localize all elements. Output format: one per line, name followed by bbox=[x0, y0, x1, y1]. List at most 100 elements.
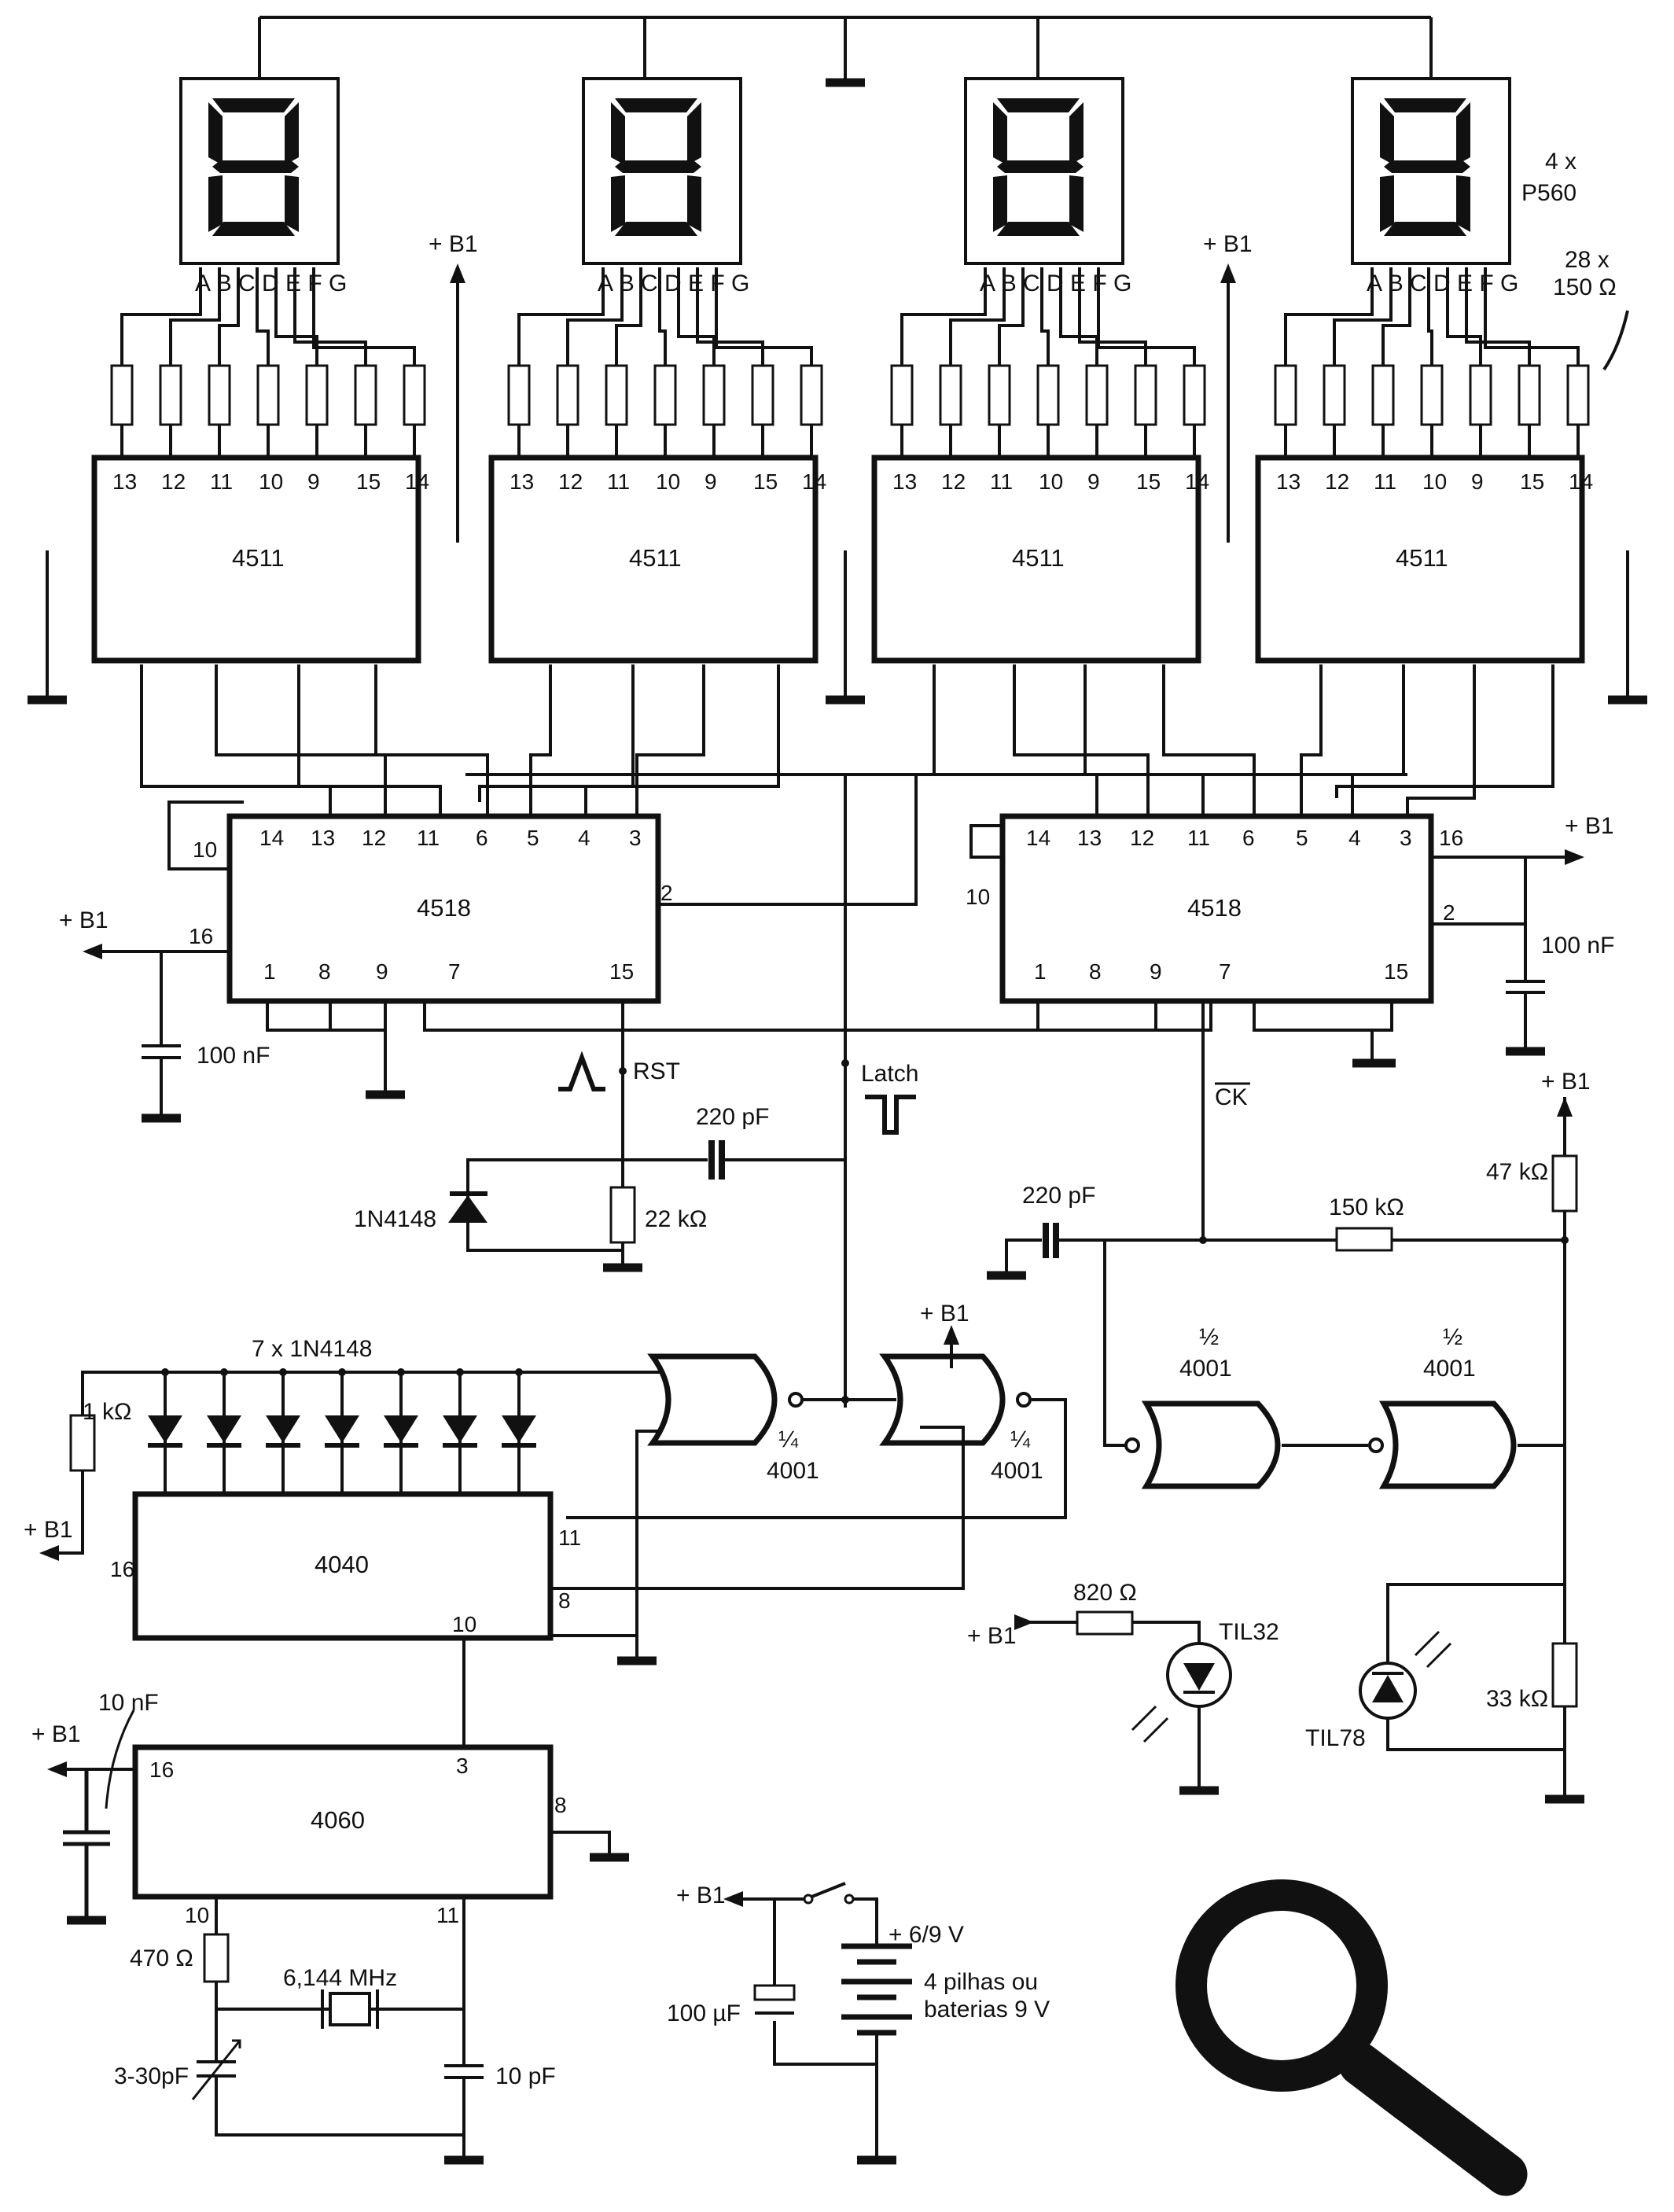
segment-resistor bbox=[110, 267, 202, 458]
pin-label: 9 bbox=[1087, 469, 1100, 494]
svg-text:14: 14 bbox=[1026, 826, 1050, 850]
led-ir-label: TIL32 bbox=[1219, 1619, 1279, 1645]
segment-resistor bbox=[507, 267, 605, 458]
svg-text:4: 4 bbox=[1348, 826, 1361, 850]
pin-label: 11 bbox=[990, 469, 1013, 494]
bcd-bus-wiring bbox=[140, 664, 1554, 1068]
svg-text:9: 9 bbox=[376, 959, 388, 984]
supply-top-1: + B1 bbox=[429, 231, 478, 543]
svg-text:1: 1 bbox=[263, 959, 276, 984]
segment-resistor-banks bbox=[28, 267, 1647, 705]
segment-resistor bbox=[653, 267, 677, 458]
supply-label: + B1 bbox=[676, 1883, 726, 1908]
pin-label: 10 bbox=[259, 469, 283, 494]
svg-text:8: 8 bbox=[558, 1588, 571, 1613]
segment-resistor bbox=[696, 267, 774, 458]
segment-resistor bbox=[605, 267, 642, 458]
pin-label: 14 bbox=[405, 469, 429, 494]
segment-resistor bbox=[1371, 267, 1411, 458]
common-bus bbox=[258, 16, 1433, 87]
svg-text:9: 9 bbox=[1150, 959, 1162, 984]
r1k-label: 1 kΩ bbox=[83, 1399, 131, 1425]
diode-label: 1N4148 bbox=[354, 1206, 436, 1232]
pin-label: 13 bbox=[112, 469, 137, 494]
led-detector-label: TIL78 bbox=[1305, 1725, 1366, 1751]
svg-text:5: 5 bbox=[1296, 826, 1308, 850]
supply-label: + B1 bbox=[24, 1517, 73, 1543]
svg-text:10: 10 bbox=[185, 1903, 209, 1927]
r820-label: 820 Ω bbox=[1073, 1580, 1137, 1606]
segment-resistor bbox=[208, 267, 240, 458]
svg-text:8: 8 bbox=[318, 959, 331, 984]
r470-label: 470 Ω bbox=[130, 1945, 193, 1971]
svg-text:16: 16 bbox=[189, 924, 213, 948]
svg-text:15: 15 bbox=[609, 959, 634, 984]
gate-chip-label: 4001 bbox=[1179, 1356, 1232, 1382]
counter-4040: 4040 16 11 8 10 bbox=[110, 1491, 581, 1747]
pin-label: 12 bbox=[161, 469, 186, 494]
diode-array-label: 7 x 1N4148 bbox=[252, 1336, 372, 1362]
segment-resistor bbox=[939, 267, 1006, 458]
segment-resistor bbox=[1097, 267, 1206, 458]
svg-text:12: 12 bbox=[362, 826, 386, 850]
svg-text:14: 14 bbox=[259, 826, 284, 850]
pin-label: 11 bbox=[210, 469, 233, 494]
supply-label: + B1 bbox=[1203, 231, 1253, 257]
cap-label: 100 nF bbox=[1541, 933, 1614, 959]
pin-label: 15 bbox=[356, 469, 381, 494]
segment-resistor bbox=[1465, 267, 1541, 458]
pin-label: 12 bbox=[1325, 469, 1349, 494]
segment-resistor bbox=[1323, 267, 1393, 458]
r150k-label: 150 kΩ bbox=[1329, 1194, 1404, 1220]
segment-resistor bbox=[1484, 267, 1590, 458]
pin-label: 9 bbox=[1471, 469, 1484, 494]
svg-text:4: 4 bbox=[578, 826, 590, 850]
pin-label: 12 bbox=[941, 469, 966, 494]
svg-text:16: 16 bbox=[1439, 826, 1463, 850]
svg-text:13: 13 bbox=[311, 826, 335, 850]
gate-chip-label: 4001 bbox=[991, 1458, 1043, 1484]
cap-10nf-label: 10 nF bbox=[98, 1690, 159, 1716]
display-count-label: 4 x bbox=[1545, 149, 1577, 175]
cap-220pf-label: 220 pF bbox=[696, 1104, 769, 1130]
chip-name: 4518 bbox=[417, 894, 471, 922]
svg-text:16: 16 bbox=[149, 1757, 174, 1782]
segment-resistor bbox=[988, 267, 1025, 458]
r33k-label: 33 kΩ bbox=[1486, 1686, 1548, 1712]
magnifier-icon[interactable] bbox=[1175, 1879, 1528, 2196]
segment-resistor bbox=[159, 267, 221, 458]
cap-100nf-right: + B1 100 nF bbox=[1431, 813, 1614, 1056]
clock-oscillator: CK 220 pF 150 kΩ + B1 47 kΩ ½ 4001 ½ 400… bbox=[987, 1001, 1591, 1754]
segment-resistor bbox=[556, 267, 624, 458]
segment-resistor bbox=[715, 267, 823, 458]
resistor-value-label: 150 Ω bbox=[1553, 274, 1617, 300]
pin-label: 10 bbox=[1422, 469, 1447, 494]
segment-resistor bbox=[1274, 267, 1374, 458]
supply-label: + B1 bbox=[920, 1301, 969, 1327]
r47k-label: 47 kΩ bbox=[1486, 1159, 1548, 1185]
optical-sensor: 33 kΩ TIL78 + B1 820 Ω TIL32 bbox=[967, 1580, 1584, 1804]
resistor-count-label: 28 x bbox=[1565, 247, 1610, 273]
pin-label: 13 bbox=[1276, 469, 1301, 494]
crystal-label: 6,144 MHz bbox=[283, 1965, 397, 1991]
chip-name: 4511 bbox=[1012, 544, 1065, 572]
display-part-label: P560 bbox=[1521, 180, 1577, 206]
chip-name: 4518 bbox=[1187, 894, 1242, 922]
display-1: A B C D E F G bbox=[179, 77, 347, 296]
svg-text:5: 5 bbox=[527, 826, 539, 850]
supply-top-2: + B1 bbox=[1203, 231, 1253, 543]
pin-label: 15 bbox=[1136, 469, 1161, 494]
svg-text:11: 11 bbox=[436, 1903, 459, 1927]
svg-text:10: 10 bbox=[452, 1612, 476, 1636]
svg-text:8: 8 bbox=[554, 1793, 567, 1817]
pin-label: 14 bbox=[1185, 469, 1209, 494]
chip-name: 4060 bbox=[311, 1806, 365, 1834]
cap-100uf-label: 100 µF bbox=[667, 2000, 741, 2026]
